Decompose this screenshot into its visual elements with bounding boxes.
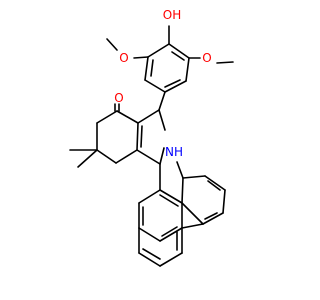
atom-oh-label: OH <box>163 8 181 22</box>
bond <box>204 212 218 220</box>
amine-ring <box>159 161 184 204</box>
atom-o-methoxy-left-label: O <box>119 51 128 65</box>
bond <box>182 175 206 179</box>
bond <box>77 149 98 168</box>
naphthalene <box>138 175 226 267</box>
bond <box>207 180 221 191</box>
bond <box>185 57 190 82</box>
atom-nh-label: NH <box>165 145 183 159</box>
bond <box>140 125 143 148</box>
molecule-structure: OH O O O NH <box>69 8 234 267</box>
bond <box>204 175 226 191</box>
bond <box>176 161 184 179</box>
bond <box>136 122 139 151</box>
bond <box>216 61 234 64</box>
bond <box>115 149 138 164</box>
bond <box>159 227 183 242</box>
bond <box>164 80 187 93</box>
bond <box>168 43 190 59</box>
bond <box>171 51 185 61</box>
bond <box>222 189 226 214</box>
bond <box>138 189 161 204</box>
bond <box>133 56 149 59</box>
bond <box>159 147 165 165</box>
bond <box>202 212 224 225</box>
bond <box>159 194 179 207</box>
bond <box>144 79 166 93</box>
atom-o-methoxy-right-label: O <box>202 51 211 65</box>
bond <box>150 59 154 77</box>
bond <box>138 227 161 242</box>
cyclohexenone-ring <box>96 110 139 164</box>
molecule-canvas: OH O O O NH <box>69 8 234 267</box>
bond <box>161 226 178 237</box>
bond <box>181 202 204 225</box>
atom-o-ketone-label: O <box>114 91 123 105</box>
bond <box>159 252 183 267</box>
bond <box>158 109 166 131</box>
bond <box>181 177 184 204</box>
bond <box>158 91 166 111</box>
phenol-ring <box>144 43 190 93</box>
dihydro-ring <box>136 109 166 165</box>
bond <box>181 223 204 229</box>
bond <box>136 149 161 165</box>
bond <box>164 79 181 88</box>
bond <box>142 248 161 260</box>
bond <box>147 43 170 58</box>
bond <box>144 56 149 81</box>
bond <box>159 189 183 204</box>
bond <box>138 252 161 267</box>
bond <box>106 38 118 51</box>
bond <box>116 110 139 124</box>
bond <box>96 110 118 124</box>
bond <box>137 109 160 124</box>
bond <box>96 149 117 164</box>
